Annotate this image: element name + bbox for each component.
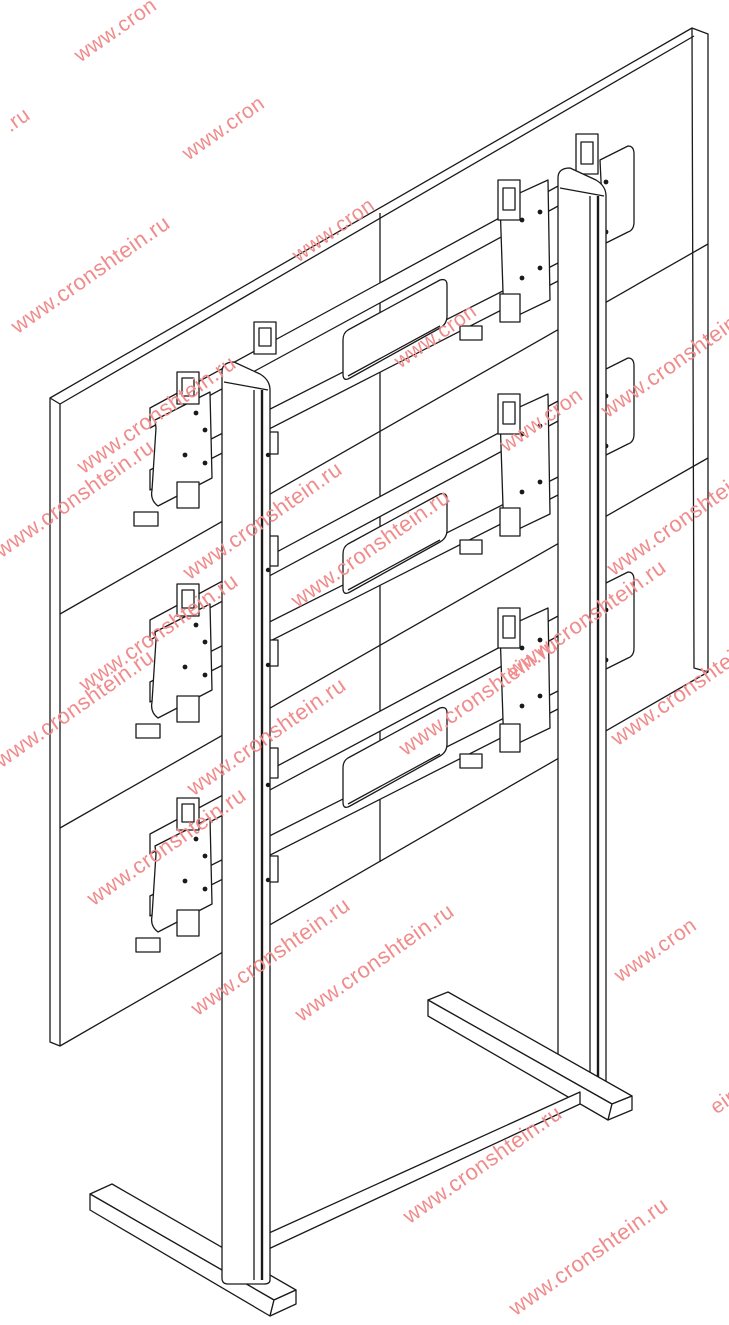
right-brackets [459, 179, 551, 769]
left-bracket-middle [135, 583, 213, 739]
cutout-bottom [342, 706, 448, 808]
cutout-top [342, 278, 448, 380]
spacer-block [459, 539, 483, 555]
right-bracket-top [459, 179, 551, 341]
center-cutouts [342, 278, 448, 808]
spacer-block [135, 723, 161, 739]
video-wall-side-edge [691, 27, 709, 673]
right-foot [427, 991, 633, 1121]
far-right-brackets [575, 133, 635, 671]
right-upright [557, 167, 607, 1091]
base-crossbar [257, 1091, 581, 1262]
left-brackets [133, 371, 213, 953]
left-bracket-bottom [135, 797, 213, 953]
spacer-block [135, 937, 161, 953]
right-bracket-bottom [459, 607, 551, 769]
left-upright-holes [265, 452, 271, 883]
spacer-block [459, 325, 483, 341]
spacer-block [459, 753, 483, 769]
left-bracket-top [133, 371, 213, 527]
cutout-middle [342, 492, 448, 594]
spacer-block [133, 511, 159, 527]
right-bracket-middle [459, 393, 551, 555]
left-upright [221, 361, 271, 1285]
